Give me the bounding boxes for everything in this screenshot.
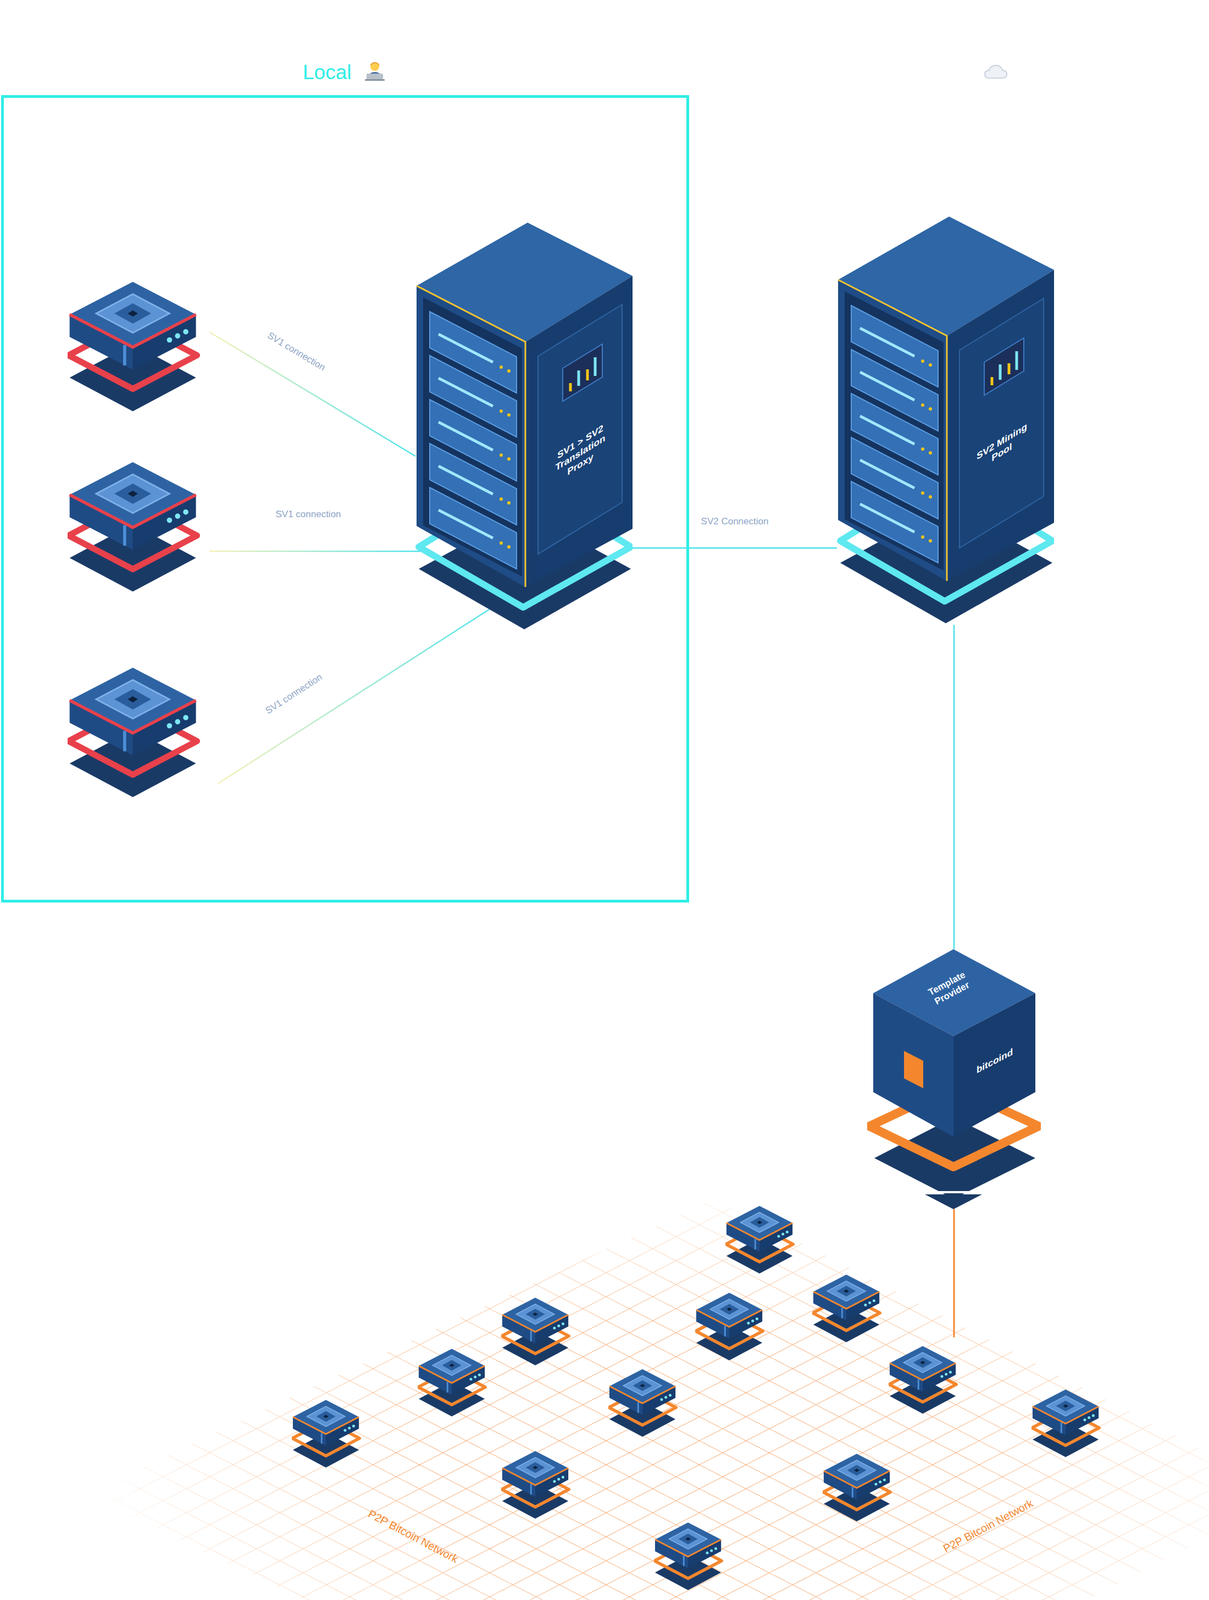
cloud-emoji [984, 65, 1007, 79]
sv1-wire [217, 602, 501, 784]
pool-server-art [836, 216, 1055, 625]
network-node [501, 1297, 569, 1366]
label-slot: SV1 connection [275, 508, 341, 520]
pool-server-art [838, 216, 1055, 624]
technologist-emoji [366, 73, 384, 80]
node-text: P2P Bitcoin Network [365, 1506, 461, 1566]
connection-label: SV1 connection [275, 508, 341, 520]
cloud-emoji [984, 65, 1007, 79]
network-node [418, 1348, 486, 1417]
local-miner [68, 462, 198, 592]
network-node [695, 1292, 763, 1361]
p2p-grid [82, 1198, 1209, 1600]
p2p-network-band: P2P Bitcoin Network P2P Bitcoin Network [109, 1337, 1204, 1596]
proxy-server-art [416, 222, 633, 630]
connection-label: SV1 connection [265, 330, 328, 374]
technologist-emoji [370, 62, 380, 71]
sv1-wire [209, 550, 421, 553]
connector-line [953, 1209, 956, 1338]
text-slot: P2P Bitcoin Network [365, 1506, 461, 1566]
local-miner [68, 281, 198, 412]
network-node [292, 1399, 360, 1468]
edge-label-slot: SV2 Connection [699, 516, 772, 528]
template-provider-cube: Template Providerbitcoind [867, 949, 1041, 1209]
technologist-emoji [370, 62, 380, 66]
connection-label: SV1 connection [263, 671, 325, 717]
proxy-server: SV1 > SV2 Translation Proxy [415, 222, 633, 631]
local-region: SV1 > SV2 Translation ProxyLocal [1, 95, 690, 903]
network-node [725, 1205, 793, 1274]
network-node [812, 1274, 880, 1342]
text-slot: P2P Bitcoin Network [940, 1496, 1036, 1556]
template-provider-cube-art [869, 949, 1039, 1209]
label-slot: SV1 connection [263, 671, 325, 717]
network-node [889, 1345, 957, 1414]
technologist-emoji [364, 62, 385, 81]
text-slot: Local [302, 60, 352, 85]
local-miner [68, 667, 198, 797]
network-node [608, 1368, 676, 1437]
network-node [1032, 1389, 1100, 1457]
network-node [654, 1522, 722, 1590]
network-node [501, 1450, 569, 1519]
connector-line [632, 547, 837, 549]
sv1-wire [209, 331, 416, 457]
connection-label: SV2 Connection [699, 516, 772, 528]
node-text: P2P Bitcoin Network [940, 1496, 1036, 1556]
node-text: Local [302, 60, 352, 85]
local-miner [68, 281, 198, 797]
pool-server: SV2 Mining Pool [836, 216, 1055, 625]
label-slot: SV1 connection [265, 330, 328, 374]
network-node [292, 1205, 1100, 1590]
technologist-emoji [364, 79, 385, 81]
network-node [823, 1453, 891, 1522]
connector-line [953, 624, 956, 950]
